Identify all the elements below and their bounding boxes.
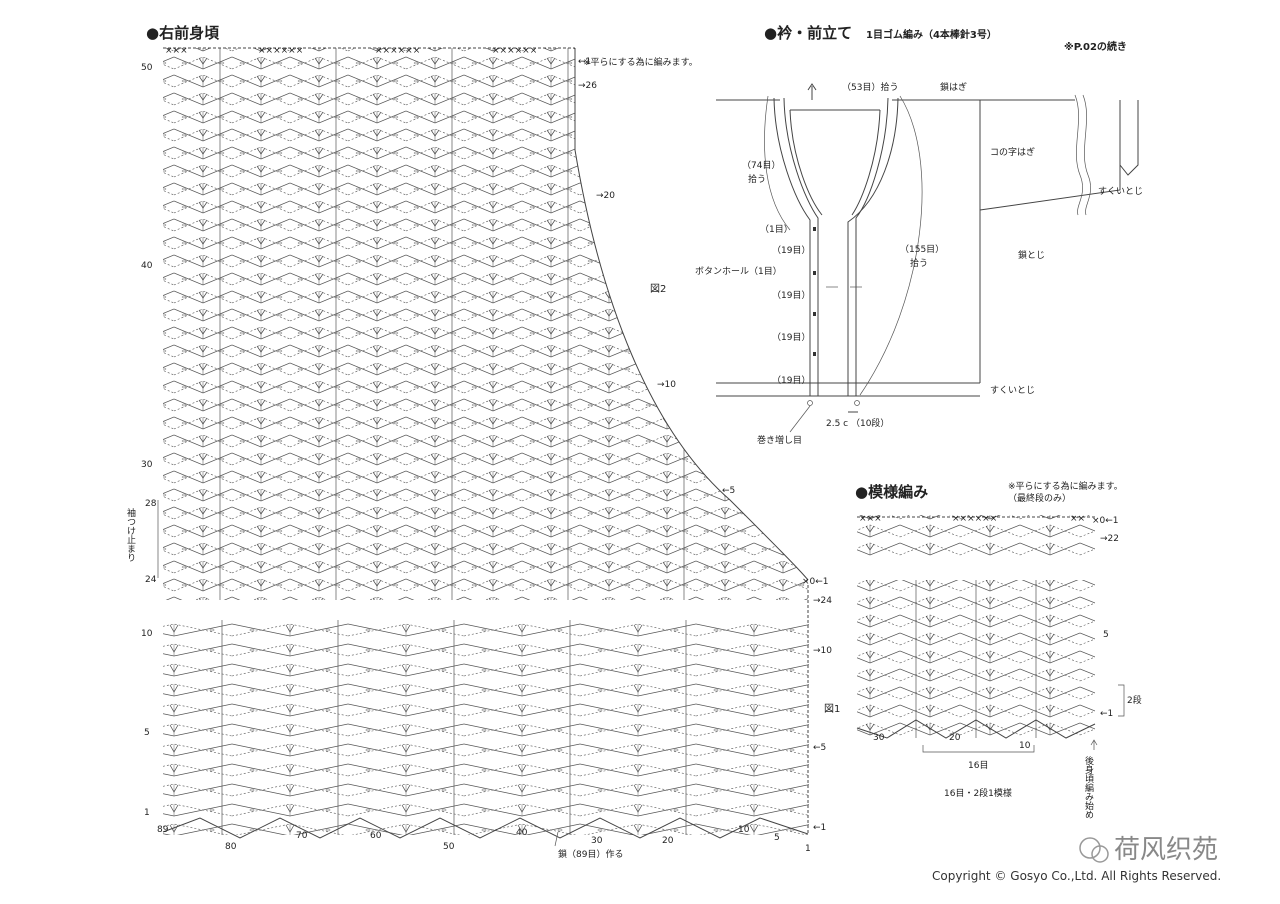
pattern-tick-30: 30: [873, 733, 885, 743]
row-marker-lower-1: ←1: [813, 823, 826, 833]
back-start-label: 後身頃編み始め: [1083, 755, 1094, 819]
svg-text:××××××: ××××××: [375, 46, 420, 56]
row-num-28: 28: [145, 499, 157, 509]
interval-19d: （19目）: [772, 375, 810, 386]
stitch-num: 70: [296, 831, 308, 841]
pattern-flat-note: ※平らにする為に編みます。: [1008, 480, 1123, 492]
buttonhole-label: ボタンホール（1目）: [695, 266, 782, 277]
row-num-1: 1: [144, 808, 150, 818]
stitch-num: 40: [516, 828, 528, 838]
row-marker-26: →26: [578, 81, 597, 91]
collar-title: ●衿・前立て: [764, 24, 852, 42]
pattern-stitch-diagram: ●模様編み ※平らにする為に編みます。 （最終段のみ） ××× ×××××× ×…: [855, 480, 1142, 819]
row-marker-10: →10: [657, 380, 676, 390]
svg-text:×××: ×××: [165, 46, 188, 56]
stitch-num: 20: [662, 836, 674, 846]
stitch-num: 89: [157, 825, 169, 835]
chain-join-label: 鎖はぎ: [940, 81, 967, 93]
stitch-num: 10: [738, 825, 750, 835]
copyright-text: Copyright © Gosyo Co.,Ltd. All Rights Re…: [932, 869, 1221, 883]
row-marker-0-1: ×0←1: [802, 577, 829, 587]
pattern-tick-20: 20: [949, 733, 961, 743]
row-num-5: 5: [144, 728, 150, 738]
svg-text:×××: ×××: [859, 514, 882, 524]
figure-2-label: 図2: [650, 283, 666, 295]
armhole-curve: [574, 48, 809, 581]
right-front-title: ●右前身頃: [146, 24, 220, 42]
right-front-flat-note: ※平らにする為に編みます。: [583, 56, 698, 68]
pick-155-label: （155目）: [900, 244, 944, 255]
pick-155b-label: 拾う: [910, 257, 928, 269]
collar-spec: 1目ゴム編み（4本棒針3号）: [866, 28, 997, 41]
row-marker-24: →24: [813, 596, 832, 606]
continued-note: ※P.02の続き: [1064, 40, 1127, 53]
repeat-16-label: 16目: [968, 760, 988, 771]
right-front-upper-chart: ××× ×××××× ×××××× ××××××: [163, 46, 809, 600]
right-front-lower-chart: [162, 585, 809, 839]
stitch-num: 50: [443, 842, 455, 852]
row-num-40: 40: [141, 261, 153, 271]
stitch-num: 30: [591, 836, 603, 846]
pattern-row-0-1: ×0←1: [1092, 516, 1119, 526]
pattern-tick-10: 10: [1019, 741, 1031, 751]
row-marker-lower-5: ←5: [813, 743, 826, 753]
stitch-num: 5: [774, 833, 780, 843]
svg-text:××: ××: [1070, 514, 1085, 524]
pattern-row-1: ←1: [1100, 709, 1113, 719]
cast-on-label: 巻き増し目: [757, 434, 802, 446]
pick-74b-label: 拾う: [748, 173, 766, 185]
wechat-icon: [1079, 837, 1101, 859]
pick-53-label: （53目）拾う: [842, 81, 898, 93]
stitch-num: 60: [370, 831, 382, 841]
row-marker-lower-10: →10: [813, 646, 832, 656]
two-rows-label: 2段: [1127, 694, 1142, 706]
interval-19b: （19目）: [772, 290, 810, 301]
foundation-chain: [162, 817, 809, 839]
row-num-24: 24: [145, 575, 157, 585]
sleeve-stop-label: 袖つけ止まり: [125, 507, 136, 562]
slip-join-label: すくいとじ: [1098, 186, 1143, 197]
repeat-spec-label: 16目・2段1模様: [944, 787, 1012, 799]
band-width-label: 2.5 c （10段）: [826, 417, 889, 429]
row-num-50: 50: [141, 63, 153, 73]
bottom-stitch-numbers: 89 80 70 60 50 40 30 20 10 5 1: [157, 825, 811, 854]
stitch-num: 80: [225, 842, 237, 852]
pattern-last-note: （最終段のみ）: [1008, 492, 1071, 504]
row-marker-5: ←5: [722, 486, 735, 496]
collar-diagram: ●衿・前立て 1目ゴム編み（4本棒針3号） ※P.02の続き （5: [695, 24, 1143, 446]
row-num-30: 30: [141, 460, 153, 470]
ko-join-label: コの字はぎ: [990, 146, 1035, 158]
interval-19a: （19目）: [772, 245, 810, 256]
pick-74-label: （74目）: [742, 160, 780, 171]
watermark-text: 荷风织苑: [1114, 835, 1218, 865]
pattern-row-5: 5: [1103, 630, 1109, 640]
pattern-row-22: →22: [1100, 534, 1119, 544]
watermark: 荷风织苑: [1079, 835, 1218, 865]
row-num-10: 10: [141, 629, 153, 639]
interval-1: （1目）: [760, 224, 793, 235]
interval-19c: （19目）: [772, 332, 810, 343]
chain-start-label: 鎖（89目）作る: [558, 848, 623, 860]
slip-join2-label: すくいとじ: [990, 385, 1035, 396]
svg-text:××××××: ××××××: [258, 46, 303, 56]
row-marker-1: ←1: [578, 57, 591, 67]
figure-1-label: 図1: [824, 703, 840, 715]
row-marker-20: →20: [596, 191, 615, 201]
svg-text:××××××: ××××××: [492, 46, 537, 56]
chain-close-label: 鎖とじ: [1018, 249, 1045, 261]
svg-text:××××××: ××××××: [952, 514, 997, 524]
pattern-title: ●模様編み: [855, 483, 928, 501]
stitch-num: 1: [805, 844, 811, 854]
